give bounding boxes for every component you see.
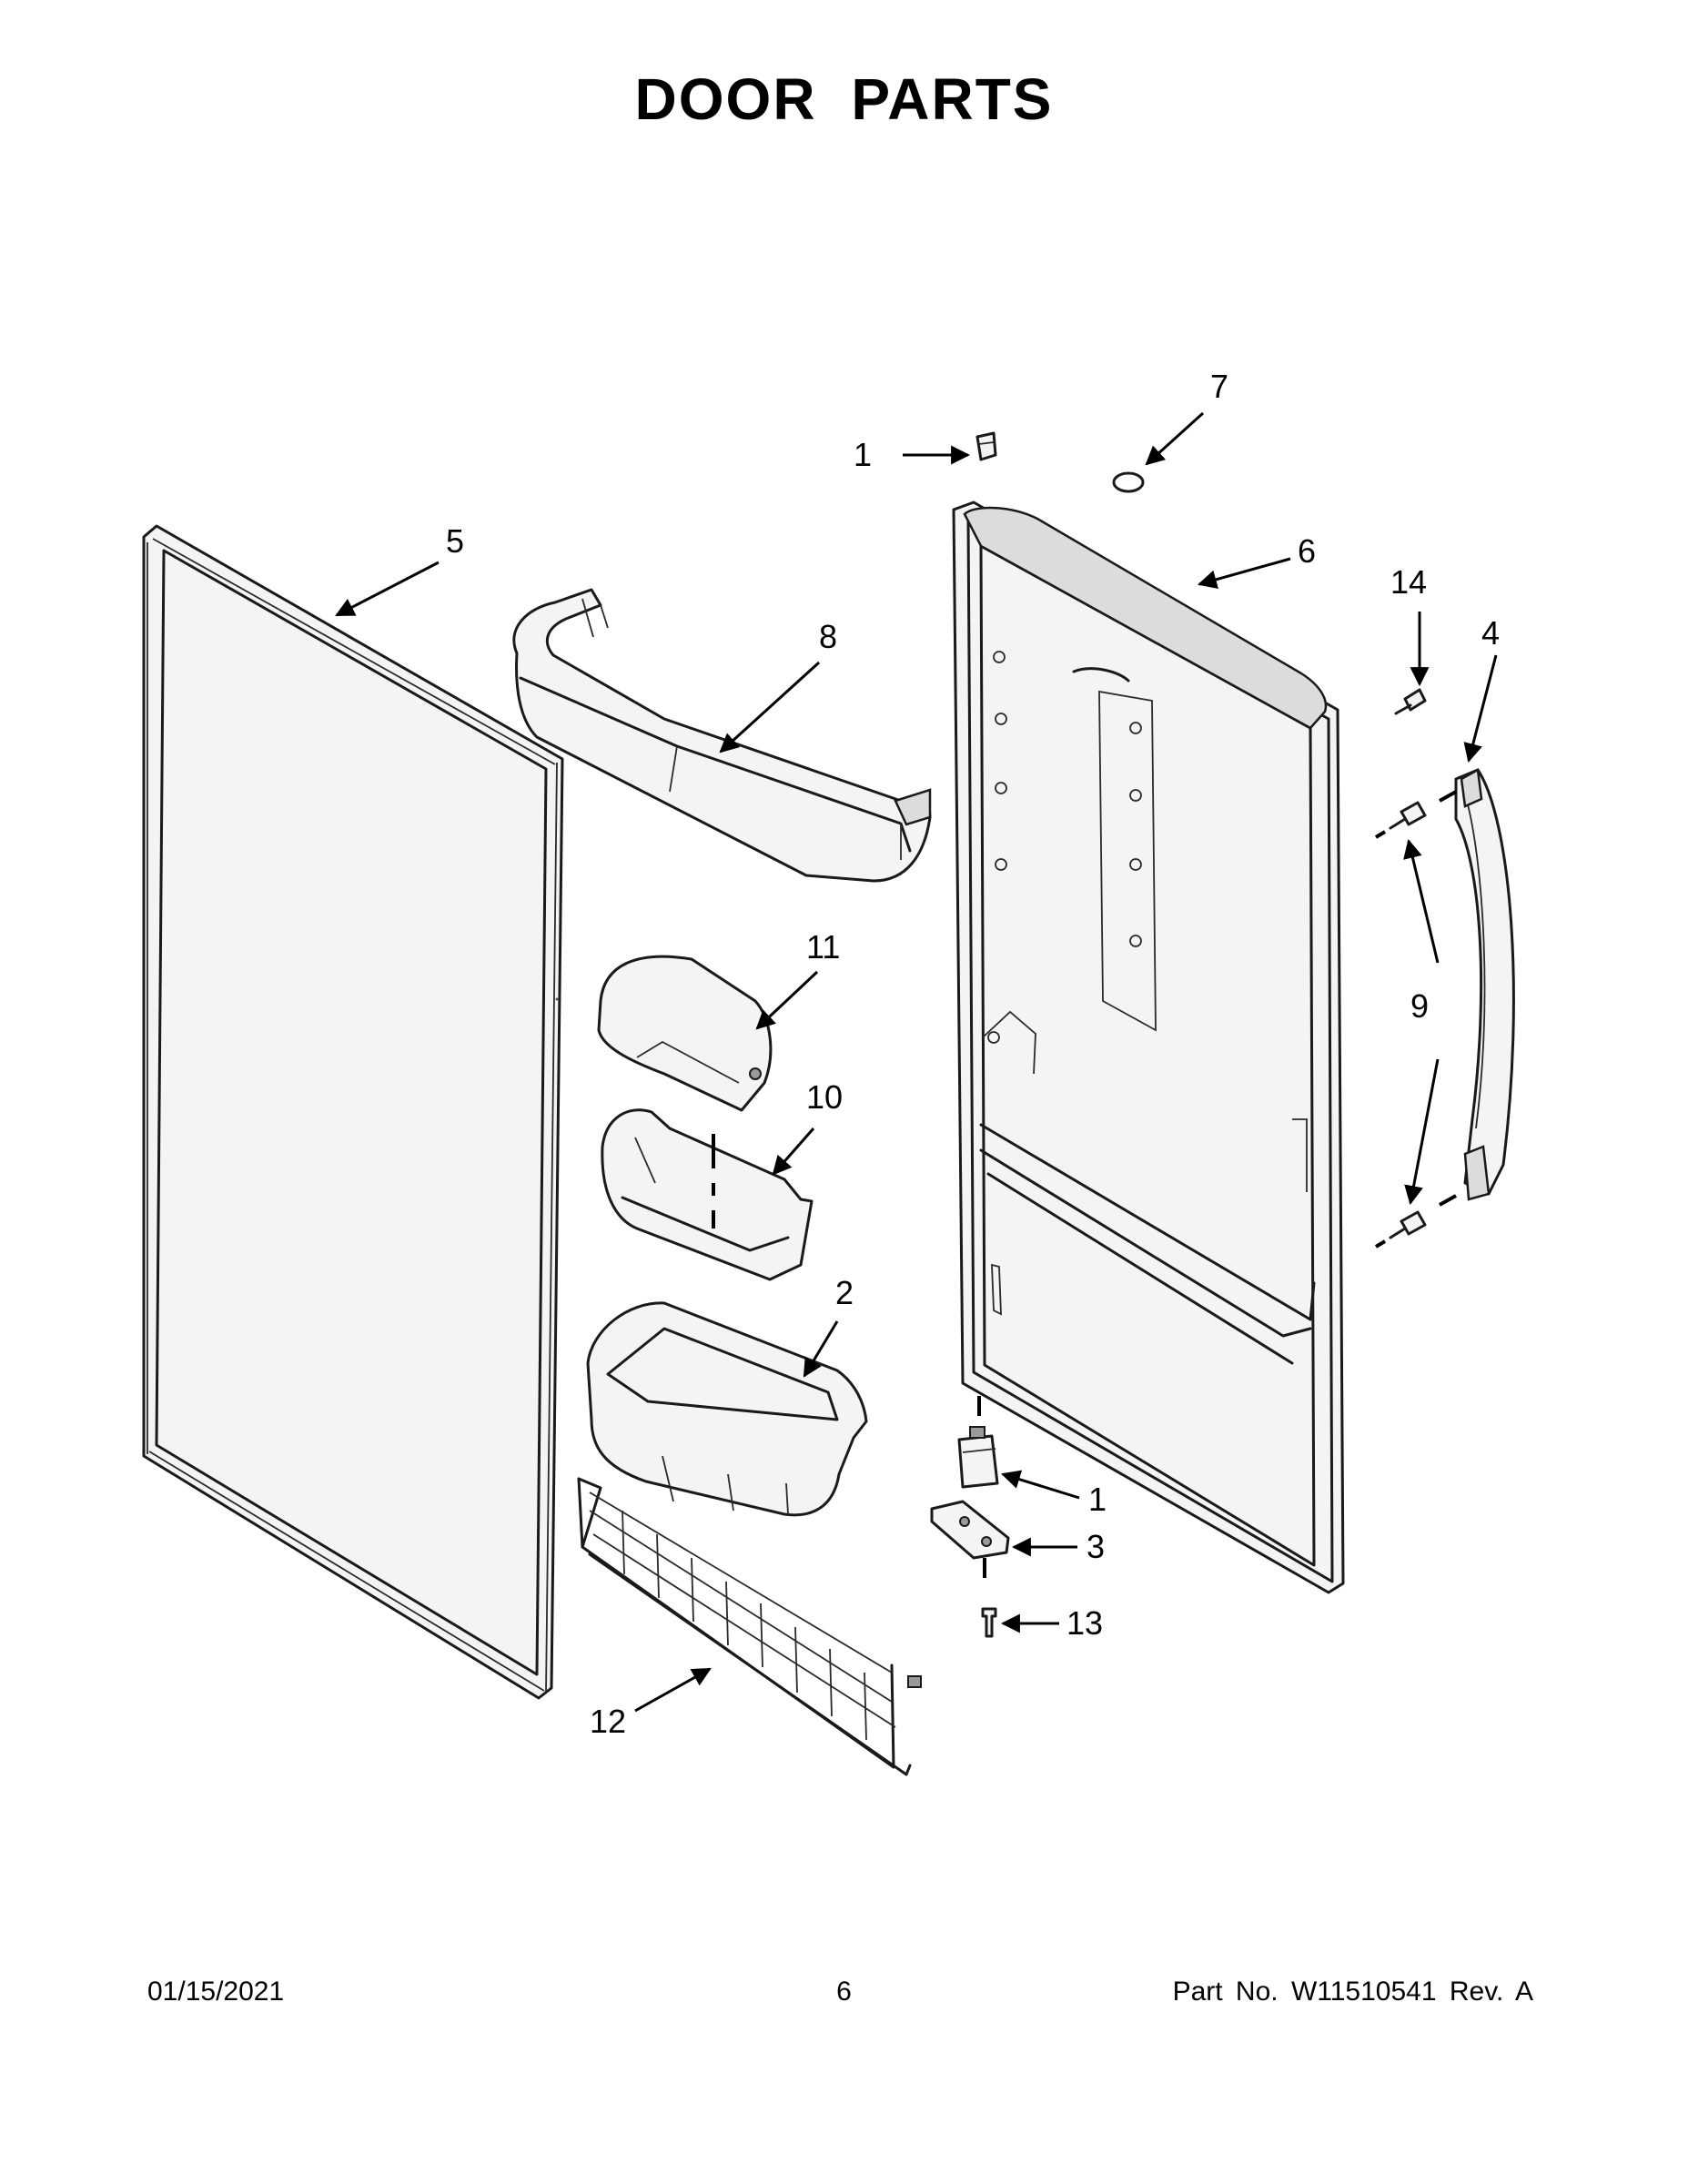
lower-door-bin-part [586,1301,868,1517]
callout-14: 14 [1390,563,1427,601]
handle-top-screw-part [1394,688,1427,715]
handle-mounting-screws [1389,801,1427,1239]
door-handle-part [1454,768,1515,1201]
callout-13: 13 [1066,1604,1103,1642]
stray-dot [555,997,559,1001]
callout-3: 3 [1087,1528,1105,1565]
door-gasket-part [142,524,564,1700]
wire-shelf-rack-part [577,1477,922,1776]
refrigerator-door-part [952,500,1345,1594]
callout-1-bottom: 1 [1088,1481,1107,1518]
callout-12: 12 [590,1703,626,1740]
door-bin-part [512,588,932,883]
callout-labels: 1 7 5 6 14 4 8 9 11 10 2 1 3 13 12 [446,368,1500,1740]
callout-8: 8 [819,618,837,655]
footer-page-number: 6 [836,1977,852,2007]
footer-part-number: Part No. W11510541 Rev. A [1172,1977,1533,2007]
callout-10: 10 [806,1078,843,1116]
callout-9: 9 [1410,987,1429,1025]
cover-holder-part [601,1108,814,1281]
callout-7: 7 [1210,368,1228,405]
callout-11: 11 [806,928,840,966]
door-liner-bumps [987,651,1142,1044]
callout-5: 5 [446,522,464,560]
bottom-hinge-part [930,1500,1010,1560]
callout-2: 2 [835,1274,854,1311]
callout-1-top: 1 [854,436,872,473]
bottom-hinge-bushing-part [957,1426,999,1489]
door-o-ring-part [1112,471,1145,493]
footer-date: 01/15/2021 [147,1977,285,2007]
assembly-guide-lines [712,790,1457,1578]
callout-6: 6 [1298,532,1316,570]
callout-leader-lines [335,411,1498,1713]
top-hinge-bushing-part [975,431,997,461]
callout-4: 4 [1481,614,1500,652]
hinge-screw-part [981,1607,997,1638]
dairy-cover-part [597,955,773,1112]
page-title: DOOR PARTS [634,66,1054,132]
